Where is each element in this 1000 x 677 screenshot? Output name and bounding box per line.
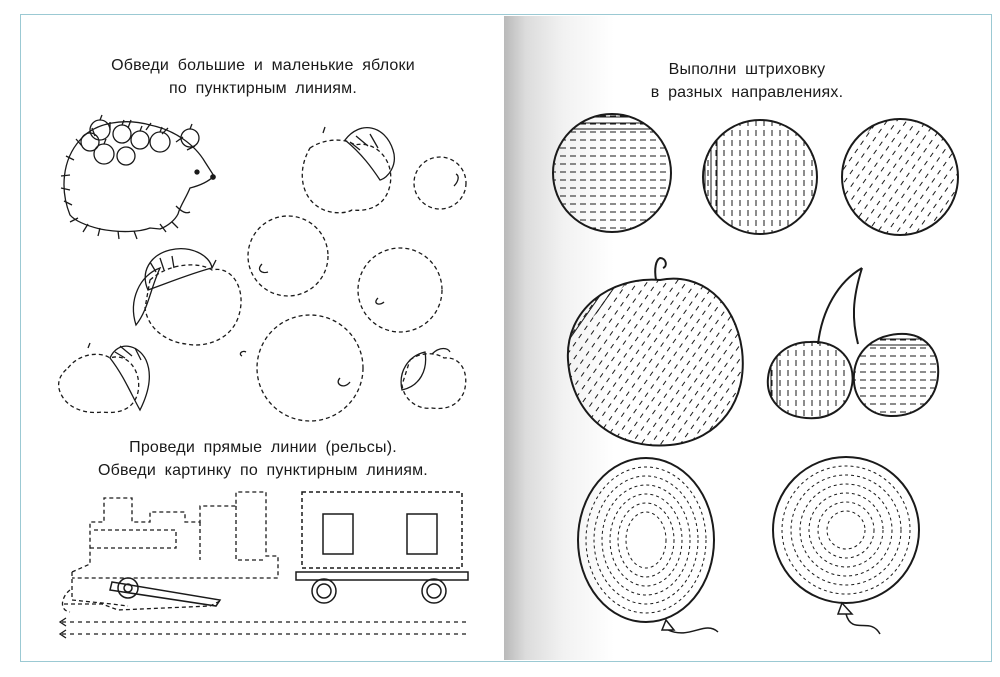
- task-hatching-line1: Выполни штриховку: [668, 61, 826, 78]
- left-page: [22, 16, 504, 660]
- dotted-apple: [144, 264, 242, 346]
- hatched-circle-horizontal: [552, 113, 672, 233]
- dotted-apple: [256, 314, 364, 422]
- task-hatching-caption: Выполни штриховку в разных направлениях.: [504, 58, 990, 104]
- task-hatching-line2: в разных направлениях.: [650, 84, 844, 101]
- task-rails-caption: Проведи прямые линии (рельсы). Обведи ка…: [22, 436, 504, 482]
- wagon: [295, 491, 469, 604]
- hedgehog-illustration: [60, 114, 216, 240]
- hatched-circle-diagonal: [841, 118, 959, 236]
- dotted-rails: [58, 617, 470, 639]
- task-apples-line2: по пунктирным линиям.: [169, 80, 357, 97]
- apple-leaves: [87, 126, 459, 412]
- dotted-locomotive: [61, 491, 279, 613]
- locomotive-wheels: [109, 577, 222, 607]
- dotted-balloon-round: [772, 456, 920, 635]
- dotted-apples: [57, 139, 467, 422]
- dotted-apple: [357, 247, 443, 333]
- dotted-apple: [401, 353, 467, 410]
- hatched-circle-vertical: [702, 119, 818, 235]
- dotted-apple: [413, 156, 467, 210]
- task-apples-caption: Обведи большие и маленькие яблоки по пун…: [22, 54, 504, 100]
- task-rails-line2: Обведи картинку по пунктирным линиям.: [98, 462, 428, 479]
- hatched-apple: [566, 256, 744, 447]
- dotted-apple: [57, 353, 140, 414]
- task-rails-line1: Проведи прямые линии (рельсы).: [129, 439, 397, 456]
- dotted-balloon-oval: [577, 457, 719, 634]
- task-apples-line1: Обведи большие и маленькие яблоки: [111, 57, 415, 74]
- hatched-cherries: [766, 267, 940, 420]
- dotted-apple: [247, 215, 329, 297]
